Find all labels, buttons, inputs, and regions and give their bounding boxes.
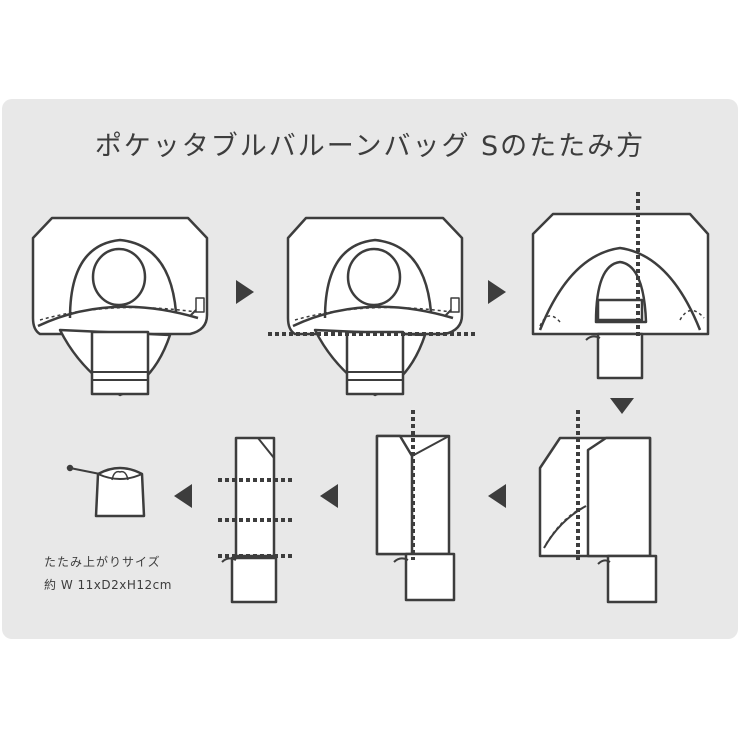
page-title: ポケッタブルバルーンバッグ Sのたたみ方 [94, 131, 646, 162]
arrow-right-2 [488, 280, 506, 304]
step-1-open-bag [31, 216, 209, 397]
step-5-folded-thirds [375, 410, 456, 602]
arrow-down [610, 398, 634, 414]
arrow-left-3 [174, 484, 192, 508]
step-6-narrow-strip [218, 436, 292, 604]
folded-size-label: たたみ上がりサイズ [44, 555, 161, 569]
step-4-folded-half [538, 410, 658, 604]
folded-size-dimensions: 約 W 11xD2xH12cm [44, 578, 172, 592]
step-3-vertical-fold [531, 192, 710, 380]
arrow-left-1 [488, 484, 506, 508]
final-packed-pouch [66, 464, 146, 518]
step-2-fold-line [268, 216, 476, 397]
arrow-right-1 [236, 280, 254, 304]
arrow-left-2 [320, 484, 338, 508]
